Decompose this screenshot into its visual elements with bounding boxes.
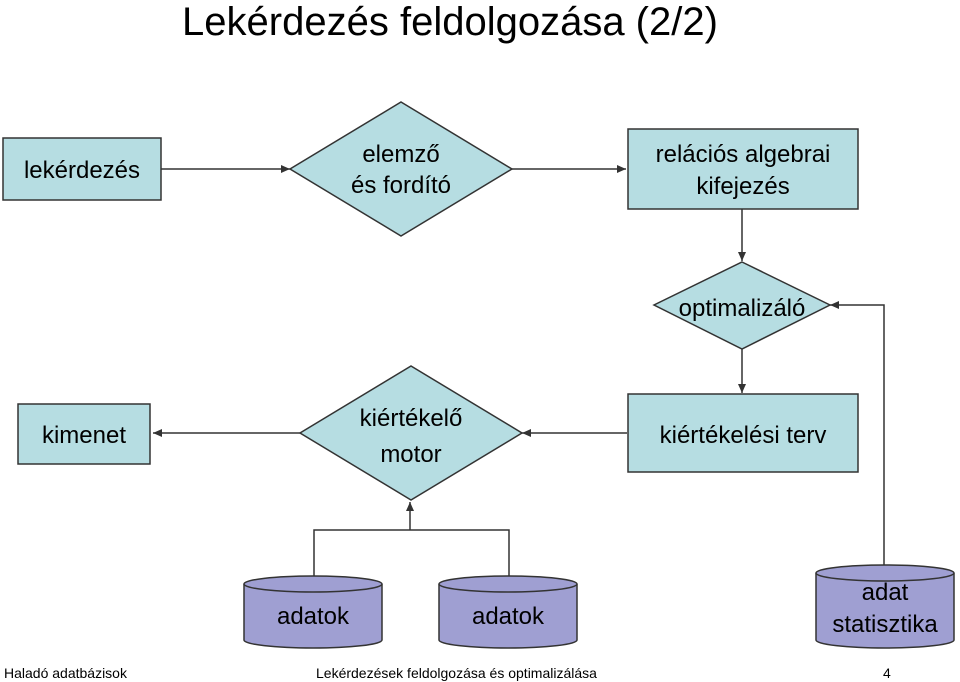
footer-page-number: 4 [883,665,891,681]
node-elemzo: elemző és fordító [288,101,514,237]
arrow-statisztika-to-optimalizalo [830,301,885,566]
node-lekerdezes: lekérdezés [2,137,162,201]
node-kiertekelo-motor: kiértékelő motor [298,365,524,501]
node-kimenet: kimenet [17,403,151,465]
line-adatok2-up [410,529,510,577]
node-adatok-1: adatok [243,575,383,649]
footer-course-name: Haladó adatbázisok [4,665,127,681]
node-adatok-2-label: adatok [472,603,545,630]
node-relacios-line1: relációs algebrai [656,141,831,168]
node-elemzo-line2: és fordító [351,172,451,199]
node-statisztika-line2: statisztika [832,611,938,638]
node-adatok-1-label: adatok [277,603,350,630]
node-kiertekelo-motor-line1: kiértékelő [360,405,463,432]
node-adatok-2: adatok [438,575,578,649]
footer-lecture-title: Lekérdezések feldolgozása és optimalizál… [316,665,597,681]
node-elemzo-line1: elemző [362,141,439,168]
node-relacios: relációs algebrai kifejezés [627,128,859,210]
node-statisztika-line1: adat [862,579,909,606]
node-optimalizalo-label: optimalizáló [679,295,806,322]
node-relacios-line2: kifejezés [696,173,789,200]
node-kiertekelesi-terv-label: kiértékelési terv [660,422,827,449]
connectors [153,165,885,577]
node-kiertekelo-motor-line2: motor [380,441,441,468]
node-optimalizalo: optimalizáló [652,261,832,350]
node-kiertekelesi-terv: kiértékelési terv [627,393,859,473]
node-kimenet-label: kimenet [42,422,126,449]
line-adatok1-up [313,529,410,577]
node-lekerdezes-label: lekérdezés [24,157,140,184]
slide-title: Lekérdezés feldolgozása (2/2) [182,0,718,44]
node-statisztika: adat statisztika [815,564,955,649]
